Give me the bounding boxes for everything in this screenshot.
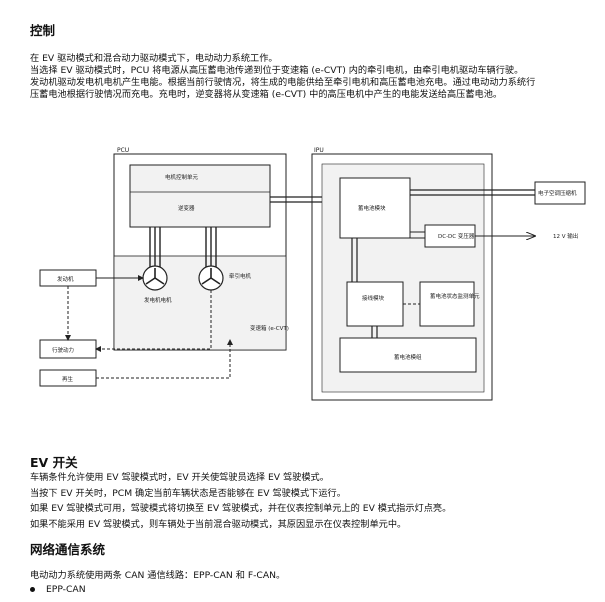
- regen-label: 再生: [62, 375, 74, 383]
- battery-control-label: 蓄电池模块: [358, 204, 386, 212]
- generator-motor-label: 发电机电机: [144, 296, 172, 304]
- paragraph-line: 如果不能采用 EV 驾驶模式，则车辆处于当前混合驱动模式，其原因显示在仪表控制单…: [30, 519, 407, 530]
- battery-monitor-label: 蓄电池状态监测单元: [430, 292, 480, 300]
- pcu-label: PCU: [117, 147, 129, 154]
- generator-motor-icon: [142, 265, 168, 291]
- motor-control-block: [129, 164, 271, 228]
- list-item-label: EPP-CAN: [46, 584, 86, 595]
- paragraph-line: 当选择 EV 驱动模式时，PCU 将电源从高压蓄电池传递到位于变速箱 (e-CV…: [30, 65, 524, 76]
- drive-power-label: 行驶动力: [52, 346, 74, 354]
- junction-label: 接线模块: [362, 294, 385, 302]
- battery-box: [339, 337, 477, 373]
- list-item: EPP-CAN: [30, 584, 86, 595]
- motor-area: [113, 255, 287, 351]
- paragraph-line: 当按下 EV 开关时，PCM 确定当前车辆状态是否能够在 EV 驾驶模式下运行。: [30, 488, 346, 499]
- paragraph-line: 在 EV 驱动模式和混合动力驱动模式下，电动动力系统工作。: [30, 53, 278, 64]
- traction-motor-label: 牵引电机: [229, 272, 252, 280]
- traction-motor-icon: [198, 265, 224, 291]
- dcdc-label: DC-DC 变压器: [438, 232, 475, 240]
- bullet-icon: [30, 587, 35, 592]
- paragraph-line: 如果 EV 驾驶模式可用，驾驶模式将切换至 EV 驾驶模式，并在仪表控制单元上的…: [30, 503, 452, 514]
- paragraph-line: 电动动力系统使用两条 CAN 通信线路：EPP-CAN 和 F-CAN。: [30, 570, 286, 581]
- ipu-box: [311, 153, 493, 401]
- section-heading-ev-switch: EV 开关: [30, 455, 78, 470]
- battery-control-box: [339, 177, 411, 239]
- paragraph-line: 发动机驱动发电机电机产生电能。根据当前行驶情况，将生成的电能供给至牵引电机和高压…: [30, 77, 536, 88]
- powertrain-diagram: PCU 电机控制单元 逆变器 变速箱 (e-CVT) 发电机电机 牵引电机 发动…: [39, 147, 586, 401]
- paragraph-line: 压蓄电池根据行驶情况而充电。充电时，逆变器将从变速箱 (e-CVT) 中的高压电…: [30, 89, 503, 100]
- battery-label: 蓄电池模组: [394, 353, 422, 361]
- junction-box: [346, 281, 404, 327]
- section-heading-network: 网络通信系统: [30, 542, 106, 557]
- ipu-label: IPU: [314, 147, 324, 154]
- paragraph-line: 车辆条件允许使用 EV 驾驶模式时，EV 开关使驾驶员选择 EV 驾驶模式。: [30, 472, 329, 483]
- inverter-label: 逆变器: [178, 204, 195, 212]
- motor-control-label: 电机控制单元: [165, 173, 199, 181]
- section-heading-control: 控制: [30, 23, 56, 38]
- engine-label: 发动机: [57, 275, 74, 283]
- ac-compressor-label: 电子空调压缩机: [538, 189, 577, 197]
- ac-compressor-box: [534, 181, 586, 205]
- transmission-label: 变速箱 (e-CVT): [250, 324, 289, 332]
- output-12v-label: 12 V 输出: [553, 232, 578, 240]
- battery-monitor-box: [419, 281, 475, 327]
